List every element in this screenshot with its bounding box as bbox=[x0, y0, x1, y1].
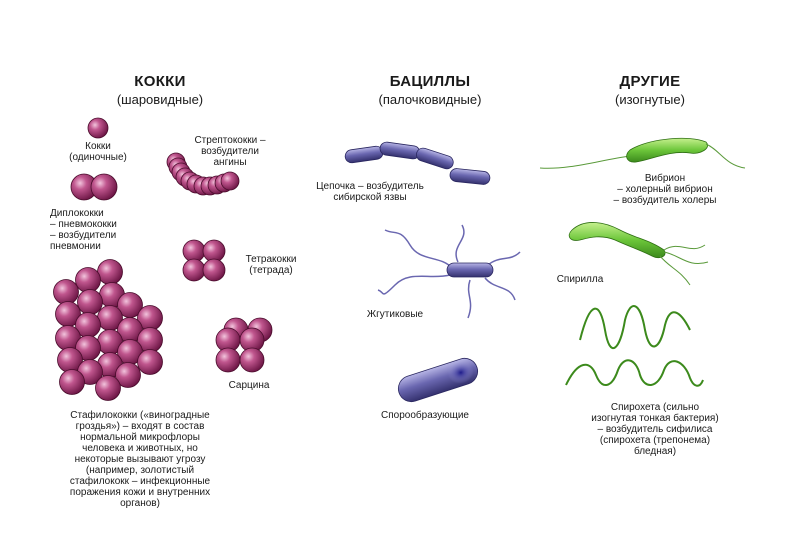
coccus-cell bbox=[97, 259, 123, 285]
label-tetracocci: Тетракокки (тетрада) bbox=[245, 254, 297, 276]
coccus-cell bbox=[75, 267, 101, 293]
coccus-single bbox=[87, 117, 109, 139]
coccus-cell bbox=[59, 369, 85, 395]
bacilli-title: БАЦИЛЛЫ bbox=[389, 73, 471, 90]
cocci-title: КОККИ bbox=[134, 73, 186, 90]
bacillus-chain bbox=[344, 141, 491, 185]
other-title: ДРУГИЕ bbox=[619, 73, 681, 90]
label-spirochete: Спирохета (сильно изогнутая тонкая бакте… bbox=[591, 402, 719, 457]
vibrio bbox=[539, 137, 746, 169]
label-cocci-single: Кокки (одиночные) bbox=[69, 141, 127, 163]
spore-forming-bacillus bbox=[397, 357, 479, 403]
label-chain: Цепочка – возбудитель сибирской язвы bbox=[316, 181, 424, 203]
spirochete bbox=[565, 305, 704, 387]
coccus-cell bbox=[95, 375, 121, 401]
label-sarcina: Сарцина bbox=[228, 380, 270, 391]
bacilli-subtitle: (палочковидные) bbox=[378, 92, 482, 107]
coccus-cell bbox=[53, 279, 79, 305]
label-vibrio: Вибрион – холерный вибрион – возбудитель… bbox=[613, 173, 717, 206]
coccus-cell bbox=[115, 362, 141, 388]
coccus-cell bbox=[137, 349, 163, 375]
label-staphylococci: Стафилококки («виноградные гроздья») – в… bbox=[69, 410, 211, 509]
label-spore-forming: Спорообразующие bbox=[381, 410, 469, 421]
coccus-cell bbox=[220, 171, 240, 191]
streptococci bbox=[166, 152, 240, 196]
sarcina bbox=[215, 317, 273, 373]
label-diplococci: Диплококки – пневмококки – возбудители п… bbox=[50, 208, 117, 252]
staphylococci bbox=[53, 259, 163, 401]
coccus-cell bbox=[77, 289, 103, 315]
tetracocci bbox=[182, 239, 226, 282]
flagellated-bacillus bbox=[377, 224, 521, 319]
cocci-subtitle: (шаровидные) bbox=[116, 92, 204, 107]
other-subtitle: (изогнутые) bbox=[615, 92, 685, 107]
diplococci bbox=[70, 173, 118, 201]
label-flagellated: Жгутиковые bbox=[366, 309, 424, 320]
label-spirilla: Спирилла bbox=[556, 274, 604, 285]
spirilla bbox=[568, 222, 709, 286]
label-streptococci: Стрептококки – возбудители ангины bbox=[194, 135, 266, 168]
